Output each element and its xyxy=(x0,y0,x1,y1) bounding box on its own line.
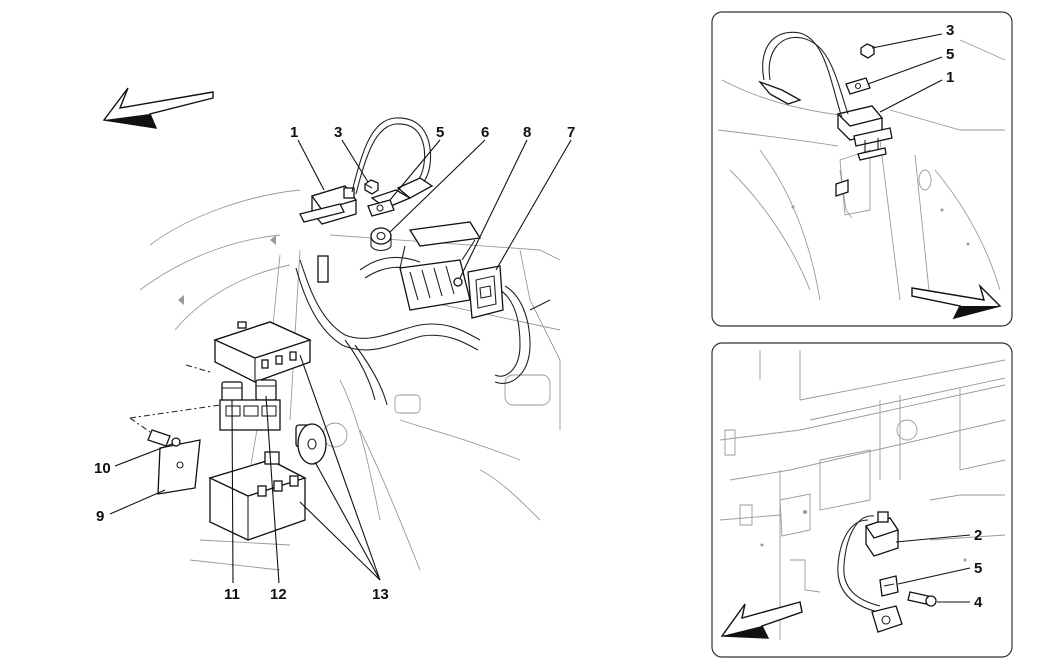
inset-bottom-callout-5: 5 xyxy=(974,560,982,577)
relay-part-11 xyxy=(221,381,243,403)
inset-top-callout-5: 5 xyxy=(946,46,954,63)
callout-10: 10 xyxy=(94,460,111,477)
inset-bottom-leaders xyxy=(895,534,971,603)
inset-top-callout-3: 3 xyxy=(946,22,954,39)
bracket-part-7 xyxy=(467,265,504,319)
fuse-box xyxy=(213,321,312,383)
inset-bottom-bolt xyxy=(907,591,937,607)
dash-dot-leaders xyxy=(129,364,221,433)
callout-12: 12 xyxy=(270,586,287,603)
inset-top-leaders xyxy=(867,33,943,113)
inset-bottom-callout-4: 4 xyxy=(974,594,983,611)
callout-5: 5 xyxy=(436,124,444,141)
clip-part-5 xyxy=(367,199,395,217)
sensor-cable xyxy=(351,117,434,209)
relay-part-1 xyxy=(299,185,358,225)
direction-arrow-top-inset xyxy=(911,283,1002,320)
inset-top-stud-bracket xyxy=(835,169,853,219)
callout-3: 3 xyxy=(334,124,342,141)
inset-bottom-relay xyxy=(864,511,900,557)
inset-bottom-callout-2: 2 xyxy=(974,527,982,544)
car-body-background xyxy=(139,189,561,571)
nut-part-3 xyxy=(364,179,379,195)
callout-8: 8 xyxy=(523,124,531,141)
grommet-part-6 xyxy=(370,227,392,252)
inset-bottom-callouts: 2 5 4 xyxy=(974,527,983,611)
inset-bottom-clip xyxy=(879,575,899,597)
callout-6: 6 xyxy=(481,124,489,141)
bolt-part-8 xyxy=(453,277,463,287)
inset-top-cable xyxy=(757,31,849,119)
cover-box-part-13 xyxy=(208,451,307,541)
callout-7: 7 xyxy=(567,124,575,141)
inset-top-callouts: 3 5 1 xyxy=(946,22,954,86)
direction-arrow-bottom-inset xyxy=(720,601,803,639)
inset-bottom-cable xyxy=(837,515,903,633)
inset-top-clip xyxy=(845,77,871,95)
inset-top-callout-1: 1 xyxy=(946,69,954,86)
bracket-part-9 xyxy=(157,439,201,495)
callout-11: 11 xyxy=(224,586,240,603)
inset-top-relay xyxy=(836,105,893,161)
inset-bottom: 2 5 4 xyxy=(711,342,1013,658)
inset-bottom-background xyxy=(719,350,1006,640)
callout-1: 1 xyxy=(290,124,298,141)
direction-arrow-main xyxy=(102,87,214,129)
callout-13: 13 xyxy=(372,586,389,603)
callout-9: 9 xyxy=(96,508,104,525)
inset-top-nut xyxy=(860,43,875,59)
relay-socket-cluster xyxy=(219,399,327,465)
main-callouts: 1 3 5 6 8 7 10 9 11 12 13 xyxy=(94,124,575,603)
fuse-block xyxy=(399,221,482,311)
bolt-part-10 xyxy=(147,429,181,447)
main-leader-lines xyxy=(109,139,572,584)
inset-top: 3 5 1 xyxy=(711,11,1013,327)
relay-part-12 xyxy=(255,379,277,401)
main-view: 1 3 5 6 8 7 10 9 11 12 13 xyxy=(94,87,575,603)
